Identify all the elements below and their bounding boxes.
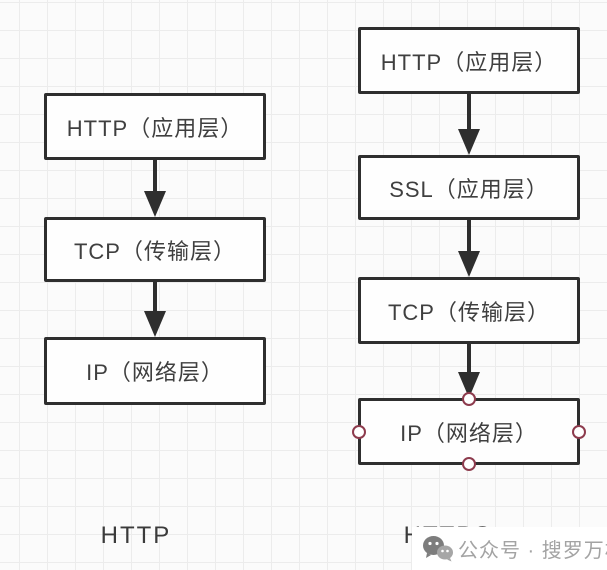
arrow-head bbox=[144, 311, 166, 337]
resize-handle-left[interactable] bbox=[352, 424, 366, 439]
node-ip-network-left[interactable]: IP（网络层） bbox=[44, 337, 266, 405]
arrow-head bbox=[144, 191, 166, 217]
arrow-shaft bbox=[153, 160, 157, 191]
node-http-application-right[interactable]: HTTP（应用层） bbox=[358, 27, 580, 94]
watermark-text: 公众号 · 搜罗万相 bbox=[458, 540, 607, 562]
down-arrow bbox=[144, 282, 166, 337]
node-tcp-transport-left[interactable]: TCP（传输层） bbox=[44, 217, 266, 282]
resize-handle-right[interactable] bbox=[572, 424, 586, 439]
node-label: IP（网络层） bbox=[86, 360, 224, 385]
node-label: TCP（传输层） bbox=[73, 238, 236, 264]
arrow-shaft bbox=[467, 344, 471, 372]
node-label: TCP（传输层） bbox=[387, 299, 550, 325]
arrow-shaft bbox=[153, 282, 157, 311]
stack-label-http: HTTP bbox=[100, 522, 172, 549]
node-label: SSL（应用层） bbox=[389, 176, 549, 202]
down-arrow bbox=[458, 344, 480, 398]
resize-handle-bottom[interactable] bbox=[462, 457, 476, 471]
node-ip-network-right[interactable]: IP（网络层） bbox=[352, 392, 586, 471]
node-tcp-transport-right[interactable]: TCP（传输层） bbox=[358, 277, 580, 344]
node-ssl-application[interactable]: SSL（应用层） bbox=[358, 155, 580, 220]
down-arrow bbox=[144, 160, 166, 217]
watermark: 公众号 · 搜罗万相 bbox=[422, 534, 607, 563]
arrow-head bbox=[458, 251, 480, 277]
node-label: HTTP（应用层） bbox=[66, 115, 244, 141]
node-http-application-left[interactable]: HTTP（应用层） bbox=[44, 93, 266, 160]
arrow-shaft bbox=[467, 94, 471, 129]
resize-handle-top[interactable] bbox=[462, 392, 476, 406]
arrow-shaft bbox=[467, 220, 471, 251]
node-label: HTTP（应用层） bbox=[380, 49, 558, 75]
wechat-icon bbox=[422, 535, 454, 562]
node-label: IP（网络层） bbox=[400, 420, 538, 446]
arrow-head bbox=[458, 372, 480, 398]
down-arrow bbox=[458, 220, 480, 277]
arrow-head bbox=[458, 129, 480, 155]
down-arrow bbox=[458, 94, 480, 155]
